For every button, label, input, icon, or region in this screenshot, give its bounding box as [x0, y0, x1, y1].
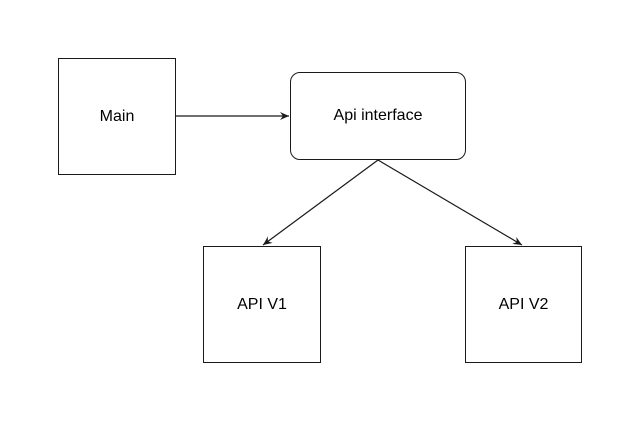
- node-api-v1: API V1: [203, 246, 321, 363]
- node-api-interface-label: Api interface: [333, 107, 423, 124]
- node-main: Main: [58, 58, 176, 175]
- node-api-v2: API V2: [465, 246, 582, 363]
- node-api-v2-label: API V2: [498, 295, 549, 313]
- node-api-interface: Api interface: [290, 72, 466, 160]
- arrow-api-interface-to-api-v1: [262, 159, 379, 246]
- node-main-label: Main: [99, 107, 135, 125]
- node-api-v1-label: API V1: [237, 295, 287, 313]
- arrow-api-interface-to-api-v2: [377, 159, 523, 246]
